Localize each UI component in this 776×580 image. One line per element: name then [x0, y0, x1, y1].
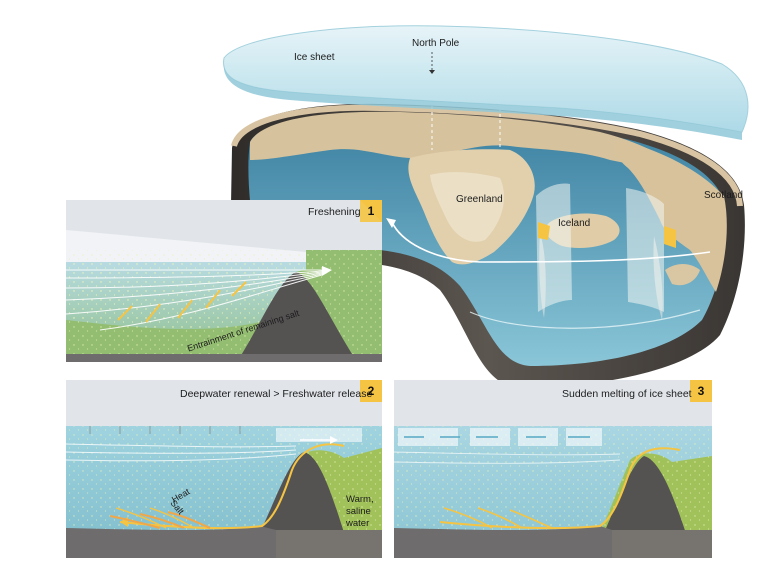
north-pole-label: North Pole [412, 38, 460, 49]
panel-2-deepwater-renewal [65, 380, 382, 558]
land-arctic-coast [250, 111, 690, 178]
warm-label-line1: Warm, [346, 494, 374, 505]
panel-2-number: 2 [367, 384, 375, 398]
panel-1-freshening [65, 200, 382, 362]
panel-3-sudden-melting [393, 380, 712, 558]
section-plane [626, 188, 664, 312]
warm-label-line2: saline [346, 506, 371, 517]
sill [238, 272, 356, 360]
ice-sheet [223, 25, 749, 140]
basin-rim [231, 104, 743, 207]
ice-sheet-label: Ice sheet [294, 52, 335, 63]
greenland-label: Greenland [456, 194, 503, 205]
flow-arrow [391, 221, 711, 263]
panel-3-title: Sudden melting of ice sheet [562, 388, 692, 400]
section-plane [536, 183, 572, 312]
panel-1-title: Freshening [308, 206, 361, 218]
panel-2-title: Deepwater renewal > Freshwater release [180, 388, 373, 400]
ocean-basin-3d [230, 76, 745, 388]
iceland-label: Iceland [558, 218, 591, 229]
warm-label-line3: water [346, 518, 370, 529]
panel-1-number: 1 [367, 204, 375, 218]
scotland-label: Scotland [704, 190, 743, 201]
panel-3-number: 3 [697, 384, 705, 398]
